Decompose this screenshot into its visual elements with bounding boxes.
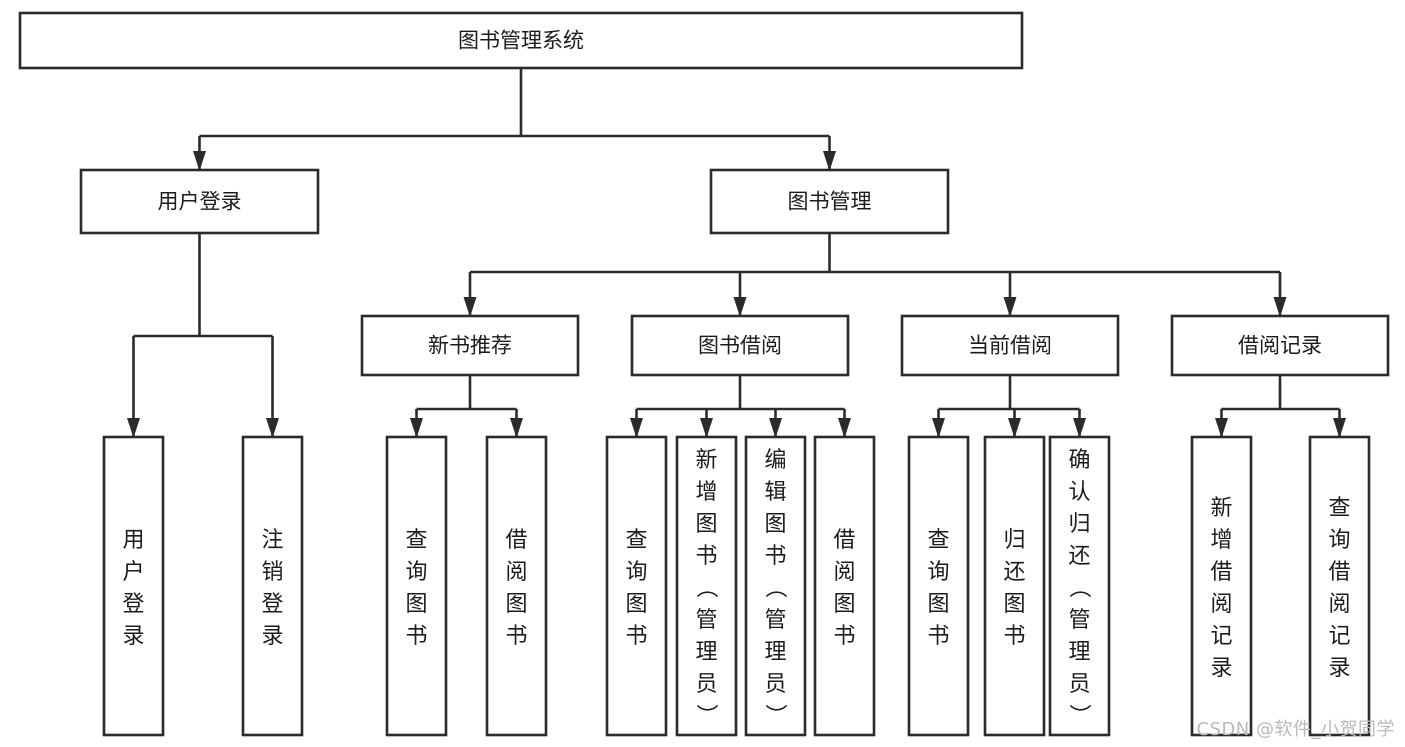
node-box-login[interactable] xyxy=(79,168,320,235)
node-userlogout[interactable]: 注销登录 xyxy=(241,435,304,737)
arrow-head-icon xyxy=(127,418,140,438)
node-label-cb-query: 查询图书 xyxy=(927,528,949,649)
node-box-bb-edit[interactable] xyxy=(744,435,807,737)
node-label-bb-add: 新增图书（管理员） xyxy=(695,448,718,729)
node-label-cb-confirm: 确认归还（管理员） xyxy=(1068,448,1091,729)
node-root[interactable]: 图书管理系统 xyxy=(18,11,1024,70)
node-label-root: 图书管理系统 xyxy=(458,29,584,53)
node-box-userlogin[interactable] xyxy=(102,435,165,737)
connector-group-bookmgmt xyxy=(463,233,1287,317)
arrow-head-icon xyxy=(266,418,279,438)
node-box-userlogout[interactable] xyxy=(241,435,304,737)
connector-group-root xyxy=(193,68,836,171)
node-box-bookmgmt[interactable] xyxy=(709,168,950,235)
node-borrowrec[interactable]: 借阅记录 xyxy=(1170,314,1390,377)
arrow-head-icon xyxy=(510,418,523,438)
arrow-head-icon xyxy=(823,151,836,171)
node-label-newbook: 新书推荐 xyxy=(428,334,512,358)
node-box-br-add[interactable] xyxy=(1190,435,1253,737)
node-box-borrowrec[interactable] xyxy=(1170,314,1390,377)
node-label-borrowrec: 借阅记录 xyxy=(1238,334,1322,358)
node-label-userlogin: 用户登录 xyxy=(122,528,144,649)
node-box-nb-query[interactable] xyxy=(385,435,448,737)
node-bb-query[interactable]: 查询图书 xyxy=(605,435,668,737)
node-box-nb-borrow[interactable] xyxy=(485,435,548,737)
node-cb-query[interactable]: 查询图书 xyxy=(907,435,970,737)
node-box-br-query[interactable] xyxy=(1308,435,1371,737)
node-borrowbook[interactable]: 图书借阅 xyxy=(630,314,850,377)
connector-group-currborrow xyxy=(932,375,1086,438)
arrow-head-icon xyxy=(1333,418,1346,438)
arrow-head-icon xyxy=(838,418,851,438)
arrow-head-icon xyxy=(193,151,206,171)
node-box-bb-add[interactable] xyxy=(675,435,738,737)
node-cb-return[interactable]: 归还图书 xyxy=(983,435,1046,737)
watermark-label: CSDN @软件_小贺同学 xyxy=(1196,719,1395,740)
node-box-cb-query[interactable] xyxy=(907,435,970,737)
node-label-br-add: 新增借阅记录 xyxy=(1210,496,1232,681)
node-label-bb-borrow: 借阅图书 xyxy=(833,528,855,649)
connector-group-borrowbook xyxy=(630,375,851,438)
node-box-borrowbook[interactable] xyxy=(630,314,850,377)
node-login[interactable]: 用户登录 xyxy=(79,168,320,235)
node-newbook[interactable]: 新书推荐 xyxy=(360,314,580,377)
arrow-head-icon xyxy=(410,418,423,438)
node-label-bb-edit: 编辑图书（管理员） xyxy=(764,448,787,729)
node-br-add[interactable]: 新增借阅记录 xyxy=(1190,435,1253,737)
node-label-cb-return: 归还图书 xyxy=(1003,528,1025,649)
node-nb-borrow[interactable]: 借阅图书 xyxy=(485,435,548,737)
node-bb-edit[interactable]: 编辑图书（管理员） xyxy=(744,435,807,737)
node-cb-confirm[interactable]: 确认归还（管理员） xyxy=(1048,435,1111,737)
node-box-cb-confirm[interactable] xyxy=(1048,435,1111,737)
node-layer: 图书管理系统用户登录图书管理新书推荐图书借阅当前借阅借阅记录用户登录注销登录查询… xyxy=(18,11,1390,737)
node-box-bb-borrow[interactable] xyxy=(813,435,876,737)
node-box-root[interactable] xyxy=(18,11,1024,70)
arrow-head-icon xyxy=(630,418,643,438)
arrow-head-icon xyxy=(769,418,782,438)
connector-group-borrowrec xyxy=(1215,375,1346,438)
arrow-head-icon xyxy=(700,418,713,438)
arrow-head-icon xyxy=(1073,418,1086,438)
node-box-cb-return[interactable] xyxy=(983,435,1046,737)
node-br-query[interactable]: 查询借阅记录 xyxy=(1308,435,1371,737)
node-label-nb-query: 查询图书 xyxy=(405,528,427,649)
node-currborrow[interactable]: 当前借阅 xyxy=(900,314,1120,377)
arrow-head-icon xyxy=(1003,297,1017,317)
node-label-borrowbook: 图书借阅 xyxy=(698,334,782,358)
node-bookmgmt[interactable]: 图书管理 xyxy=(709,168,950,235)
node-box-currborrow[interactable] xyxy=(900,314,1120,377)
arrow-head-icon xyxy=(932,418,945,438)
node-label-bookmgmt: 图书管理 xyxy=(788,190,872,214)
node-label-bb-query: 查询图书 xyxy=(625,528,647,649)
connector-layer xyxy=(127,68,1346,438)
arrow-head-icon xyxy=(1273,297,1287,317)
node-label-userlogout: 注销登录 xyxy=(261,528,283,649)
node-label-login: 用户登录 xyxy=(158,190,242,214)
connector-group-newbook xyxy=(410,375,523,438)
node-bb-add[interactable]: 新增图书（管理员） xyxy=(675,435,738,737)
arrow-head-icon xyxy=(463,297,477,317)
node-box-bb-query[interactable] xyxy=(605,435,668,737)
node-label-br-query: 查询借阅记录 xyxy=(1328,496,1350,681)
arrow-head-icon xyxy=(733,297,747,317)
node-userlogin[interactable]: 用户登录 xyxy=(102,435,165,737)
connector-group-login xyxy=(127,233,279,438)
node-bb-borrow[interactable]: 借阅图书 xyxy=(813,435,876,737)
node-box-newbook[interactable] xyxy=(360,314,580,377)
arrow-head-icon xyxy=(1215,418,1228,438)
node-nb-query[interactable]: 查询图书 xyxy=(385,435,448,737)
node-label-nb-borrow: 借阅图书 xyxy=(505,528,527,649)
arrow-head-icon xyxy=(1008,418,1021,438)
node-label-currborrow: 当前借阅 xyxy=(968,334,1052,358)
